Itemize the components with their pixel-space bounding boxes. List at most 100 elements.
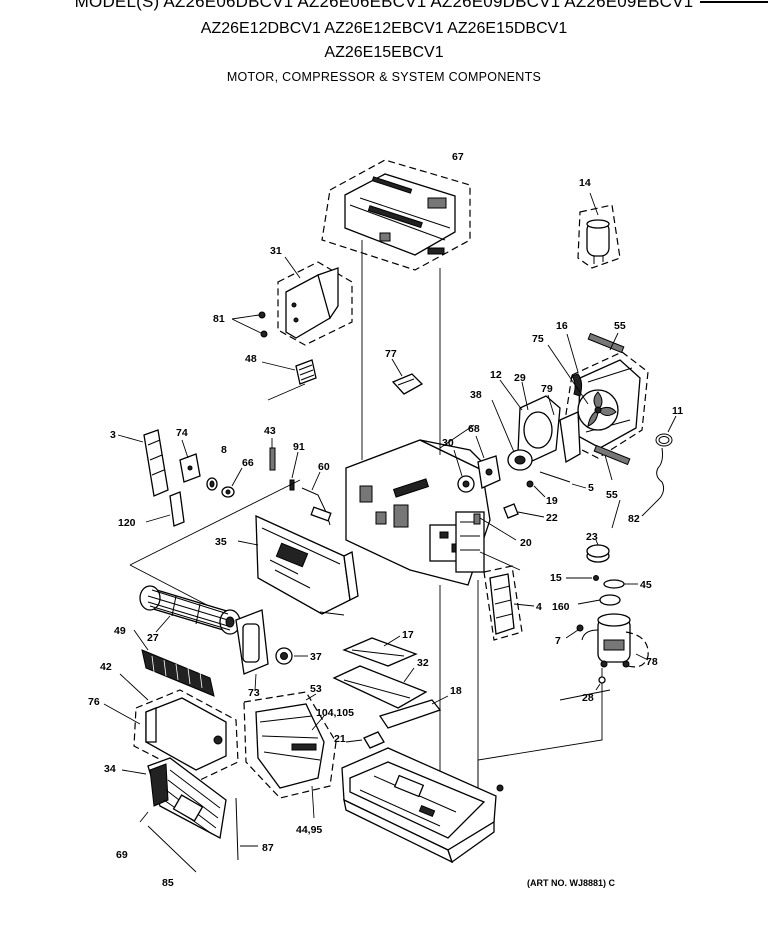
callout-60: 60 <box>318 461 330 473</box>
callout-30: 30 <box>442 437 454 449</box>
callout-28: 28 <box>582 692 594 704</box>
part-5-wire <box>539 471 587 489</box>
callout-76: 76 <box>88 696 100 708</box>
part-73-motor-mount <box>235 609 269 691</box>
callout-35: 35 <box>215 536 227 548</box>
part-79-motor-bracket <box>521 381 581 464</box>
callout-15: 15 <box>550 572 562 584</box>
part-27-blower-wheel <box>139 585 241 635</box>
art-number: (ART NO. WJ8881) C <box>527 878 616 888</box>
callout-32: 32 <box>417 657 429 669</box>
callout-81: 81 <box>213 313 225 325</box>
callout-77: 77 <box>385 348 397 360</box>
main-chassis-panel <box>345 439 492 586</box>
callout-85: 85 <box>162 877 174 889</box>
part-66-grommet <box>221 467 243 498</box>
callout-4: 4 <box>536 601 542 613</box>
part-30-gear <box>453 449 475 493</box>
part-31-bracket <box>277 256 353 346</box>
callout-79: 79 <box>541 383 553 395</box>
callout-68: 68 <box>468 423 480 435</box>
callout-17: 17 <box>402 629 414 641</box>
callout-20: 20 <box>520 537 532 549</box>
part-28-nut <box>595 676 606 691</box>
part-34-evaporator-coil <box>121 757 227 873</box>
callout-31: 31 <box>270 245 282 257</box>
part-3-bracket <box>117 429 169 497</box>
part-48-grille-clip <box>261 359 317 401</box>
callout-87: 87 <box>262 842 274 854</box>
part-32-base-pan-insert <box>332 665 428 709</box>
part-14-capacitor <box>577 192 621 269</box>
part-22-gasket <box>503 503 545 519</box>
callout-3: 3 <box>110 429 116 441</box>
model-list-line-3: AZ26E15EBCV1 <box>324 44 444 61</box>
model-list-line-1: MODEL(S) AZ26E06DBCV1 AZ26E06EBCV1 AZ26E… <box>74 0 694 11</box>
callout-14: 14 <box>579 177 591 189</box>
callout-75: 75 <box>532 333 544 345</box>
part-17-drain-strip <box>342 635 418 667</box>
callout-104-105: 104,105 <box>316 707 354 719</box>
part-16-fan-blade <box>547 333 619 431</box>
callout-67-top: 67 <box>452 151 464 163</box>
part-74-clamp <box>179 439 201 483</box>
part-11-wire <box>655 415 677 499</box>
part-35-blower-housing <box>237 514 359 615</box>
callout-38: 38 <box>470 389 482 401</box>
part-60-wire-harness <box>301 471 332 526</box>
callout-labels: 67 14 31 81 48 77 16 55 75 12 29 79 38 1… <box>88 151 683 889</box>
callout-7: 7 <box>555 635 561 647</box>
callout-53: 53 <box>310 683 322 695</box>
diagram-subtitle: MOTOR, COMPRESSOR & SYSTEM COMPONENTS <box>226 70 542 84</box>
part-15-screw <box>566 575 599 581</box>
part-82-wire <box>641 497 661 517</box>
callout-66: 66 <box>242 457 254 469</box>
part-77-clip <box>391 358 424 395</box>
callout-22: 22 <box>546 512 558 524</box>
part-20-clip <box>473 513 517 541</box>
part-120-bracket <box>145 491 185 527</box>
part-37-bearing <box>275 647 308 665</box>
part-49-filter <box>133 629 215 697</box>
header-rule <box>700 1 768 3</box>
callout-45: 45 <box>640 579 652 591</box>
part-160-grommet <box>577 594 621 606</box>
callout-29: 29 <box>514 372 526 384</box>
callout-19: 19 <box>546 495 558 507</box>
part-23-cap <box>586 539 610 563</box>
model-list-line-2: AZ26E12DBCV1 AZ26E12EBCV1 AZ26E15DBCV1 <box>200 20 568 37</box>
callout-37: 37 <box>310 651 322 663</box>
callout-160: 160 <box>552 601 570 613</box>
callout-16: 16 <box>556 320 568 332</box>
part-19-clip <box>526 480 546 498</box>
part-8-grommet <box>206 477 218 491</box>
callout-55-bot: 55 <box>606 489 618 501</box>
callout-8: 8 <box>221 444 227 456</box>
callout-42: 42 <box>100 661 112 673</box>
callout-82: 82 <box>628 513 640 525</box>
part-53-grille-assembly <box>243 691 337 819</box>
part-67-control-box <box>321 159 471 271</box>
part-4-control-bracket <box>483 565 535 641</box>
part-base-pan <box>341 747 504 864</box>
callout-5: 5 <box>588 482 594 494</box>
part-81-screws <box>231 311 268 338</box>
callout-120: 120 <box>118 517 136 529</box>
callout-12: 12 <box>490 369 502 381</box>
callout-91: 91 <box>293 441 305 453</box>
part-87-rod <box>235 797 258 861</box>
callout-21: 21 <box>334 733 346 745</box>
part-compressor <box>565 613 649 668</box>
callout-18: 18 <box>450 685 462 697</box>
callout-44-95: 44,95 <box>296 824 322 836</box>
part-12-fan-shroud <box>499 379 561 463</box>
part-43-spring <box>269 438 276 471</box>
part-21-clip <box>345 731 385 749</box>
part-45-washer <box>603 579 638 589</box>
callout-78: 78 <box>646 656 658 668</box>
part-18-bracket <box>378 695 449 729</box>
callout-27: 27 <box>147 632 159 644</box>
callout-55-top: 55 <box>614 320 626 332</box>
callout-11: 11 <box>672 405 683 417</box>
callout-69: 69 <box>116 849 128 861</box>
